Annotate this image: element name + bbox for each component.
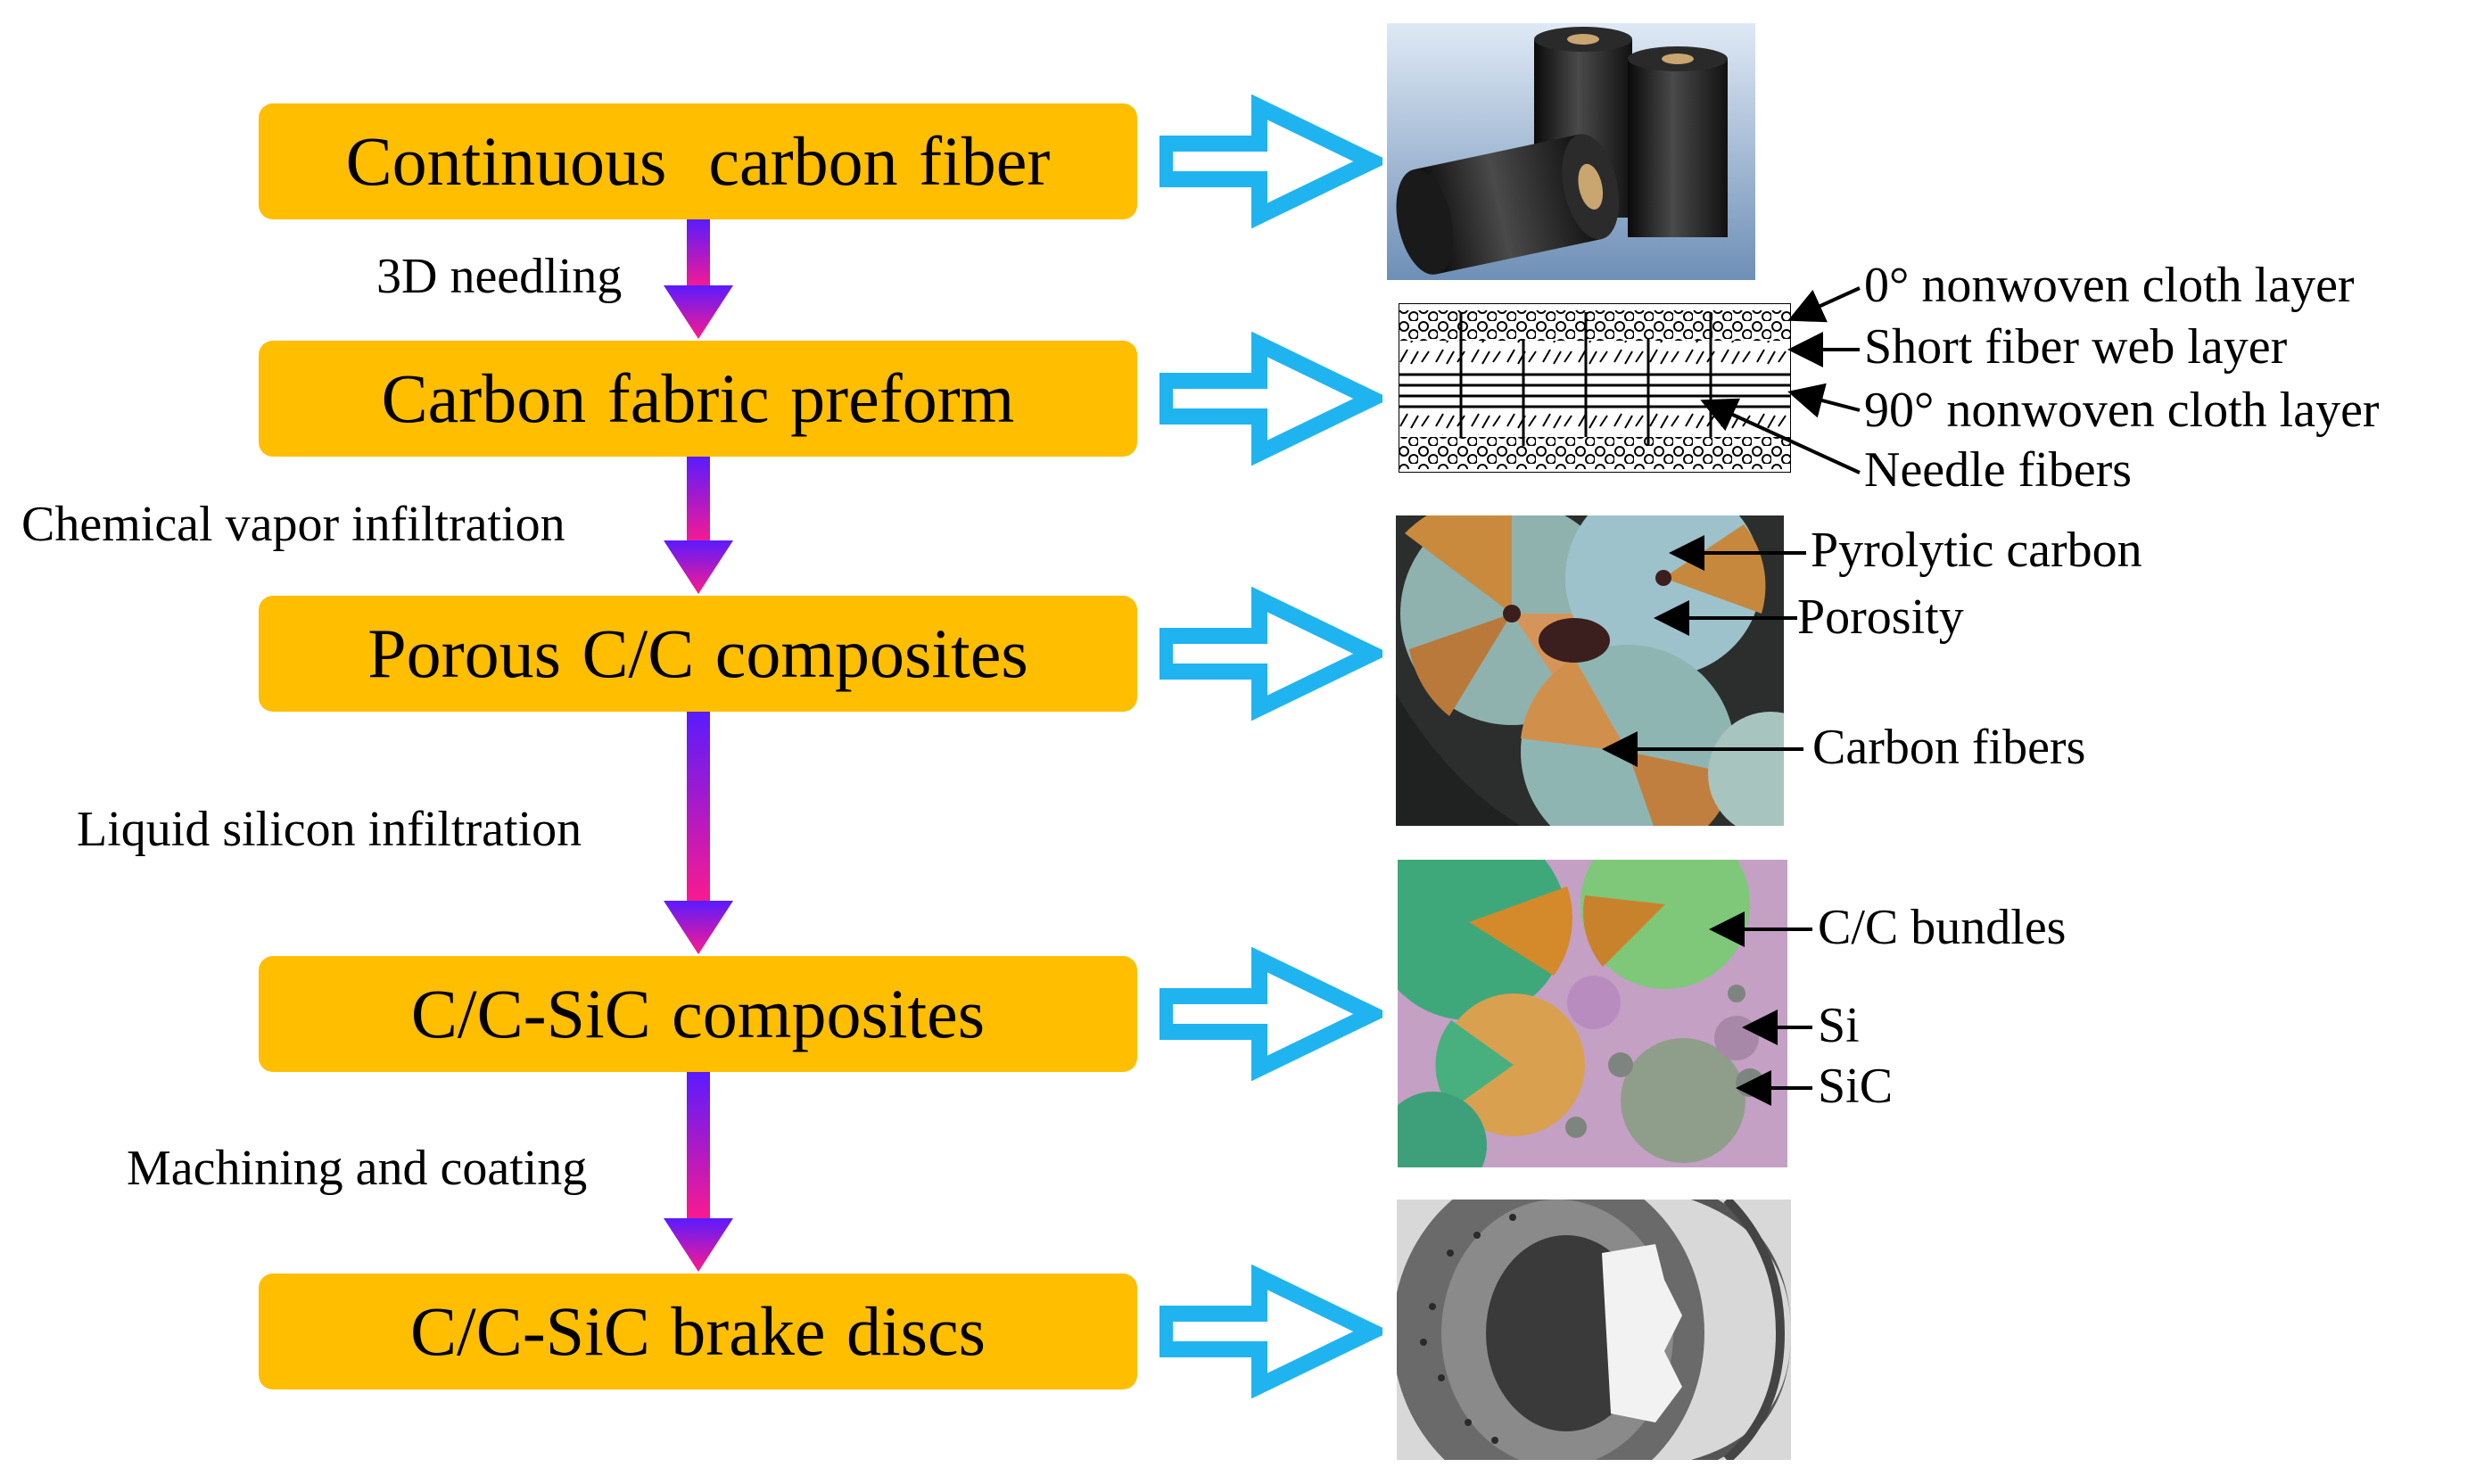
- result-arrow-4: [1159, 947, 1382, 1081]
- result-arrow-3: [1159, 587, 1382, 721]
- stage-box-continuous-carbon-fiber: Continuous carbon fiber: [259, 103, 1137, 219]
- callout-pyrolytic-carbon: Pyrolytic carbon: [1811, 523, 2142, 578]
- result-arrow-1: [1159, 95, 1382, 228]
- result-arrow-2: [1159, 332, 1382, 466]
- stage-box-ccsic-brake-discs: C/C-SiC brake discs: [259, 1274, 1137, 1389]
- callout-short-fiber-web: Short fiber web layer: [1864, 319, 2288, 375]
- process-arrow-4: [664, 1072, 733, 1272]
- callout-sic: SiC: [1818, 1059, 1894, 1114]
- callout-needle-fibers: Needle fibers: [1864, 442, 2133, 498]
- callout-cc-bundles: C/C bundles: [1818, 900, 2067, 955]
- step-label-liquid-silicon-infiltration: Liquid silicon infiltration: [77, 802, 582, 857]
- stage-box-porous-cc-composites: Porous C/C composites: [259, 596, 1137, 712]
- callout-0-nonwoven: 0° nonwoven cloth layer: [1864, 258, 2355, 313]
- callout-90-nonwoven: 90° nonwoven cloth layer: [1864, 383, 2380, 438]
- callout-porosity: Porosity: [1797, 589, 1964, 645]
- process-arrow-1: [664, 219, 733, 339]
- step-label-3d-needling: 3D needling: [376, 249, 623, 304]
- stage-box-ccsic-composites: C/C-SiC composites: [259, 956, 1137, 1072]
- callout-si: Si: [1818, 998, 1860, 1053]
- callout-carbon-fibers: Carbon fibers: [1812, 720, 2086, 775]
- result-arrow-5: [1159, 1265, 1382, 1398]
- ccsic-micrograph: [1398, 860, 1787, 1167]
- process-arrow-3: [664, 712, 733, 954]
- step-label-machining-and-coating: Machining and coating: [127, 1141, 588, 1196]
- step-label-chemical-vapor-infiltration: Chemical vapor infiltration: [21, 497, 565, 552]
- preform-layer-schematic: [1399, 303, 1791, 473]
- process-arrow-2: [664, 457, 733, 594]
- stage-box-carbon-fabric-preform: Carbon fabric preform: [259, 341, 1137, 457]
- carbon-fiber-spools-photo: [1387, 23, 1755, 280]
- brake-disc-photo: [1397, 1200, 1791, 1460]
